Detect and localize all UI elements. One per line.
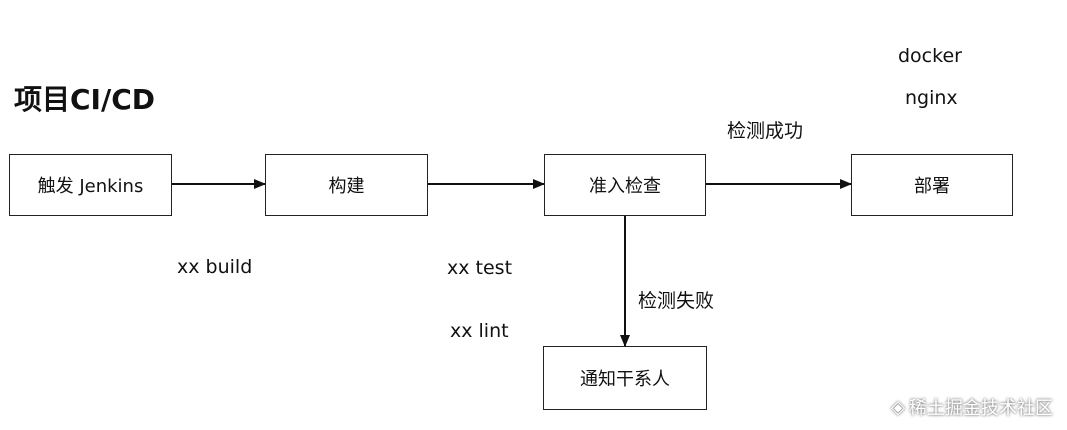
label-docker: docker (898, 45, 962, 67)
label-lint-command: xx lint (450, 320, 509, 342)
node-check-label: 准入检查 (589, 176, 661, 197)
label-build-command: xx build (177, 256, 253, 278)
node-deploy-label: 部署 (914, 176, 950, 197)
watermark: ◈ 稀土掘金技术社区 (891, 394, 1053, 420)
node-notify-label: 通知干系人 (580, 369, 670, 390)
label-check-failure: 检测失败 (638, 290, 715, 312)
page-title: 项目CI/CD (14, 83, 155, 116)
node-notify-stakeholders: 通知干系人 (543, 346, 707, 410)
node-trigger-jenkins: 触发 Jenkins (9, 154, 172, 216)
label-nginx: nginx (905, 87, 958, 109)
node-deploy: 部署 (851, 154, 1013, 216)
juejin-logo-icon: ◈ (891, 396, 905, 418)
label-test-command: xx test (447, 257, 513, 279)
node-build-label: 构建 (328, 176, 365, 197)
node-admission-check: 准入检查 (544, 154, 706, 216)
node-build: 构建 (265, 154, 428, 216)
node-trigger-label: 触发 Jenkins (37, 176, 144, 197)
label-check-success: 检测成功 (727, 120, 804, 142)
watermark-text: 稀土掘金技术社区 (909, 398, 1053, 419)
